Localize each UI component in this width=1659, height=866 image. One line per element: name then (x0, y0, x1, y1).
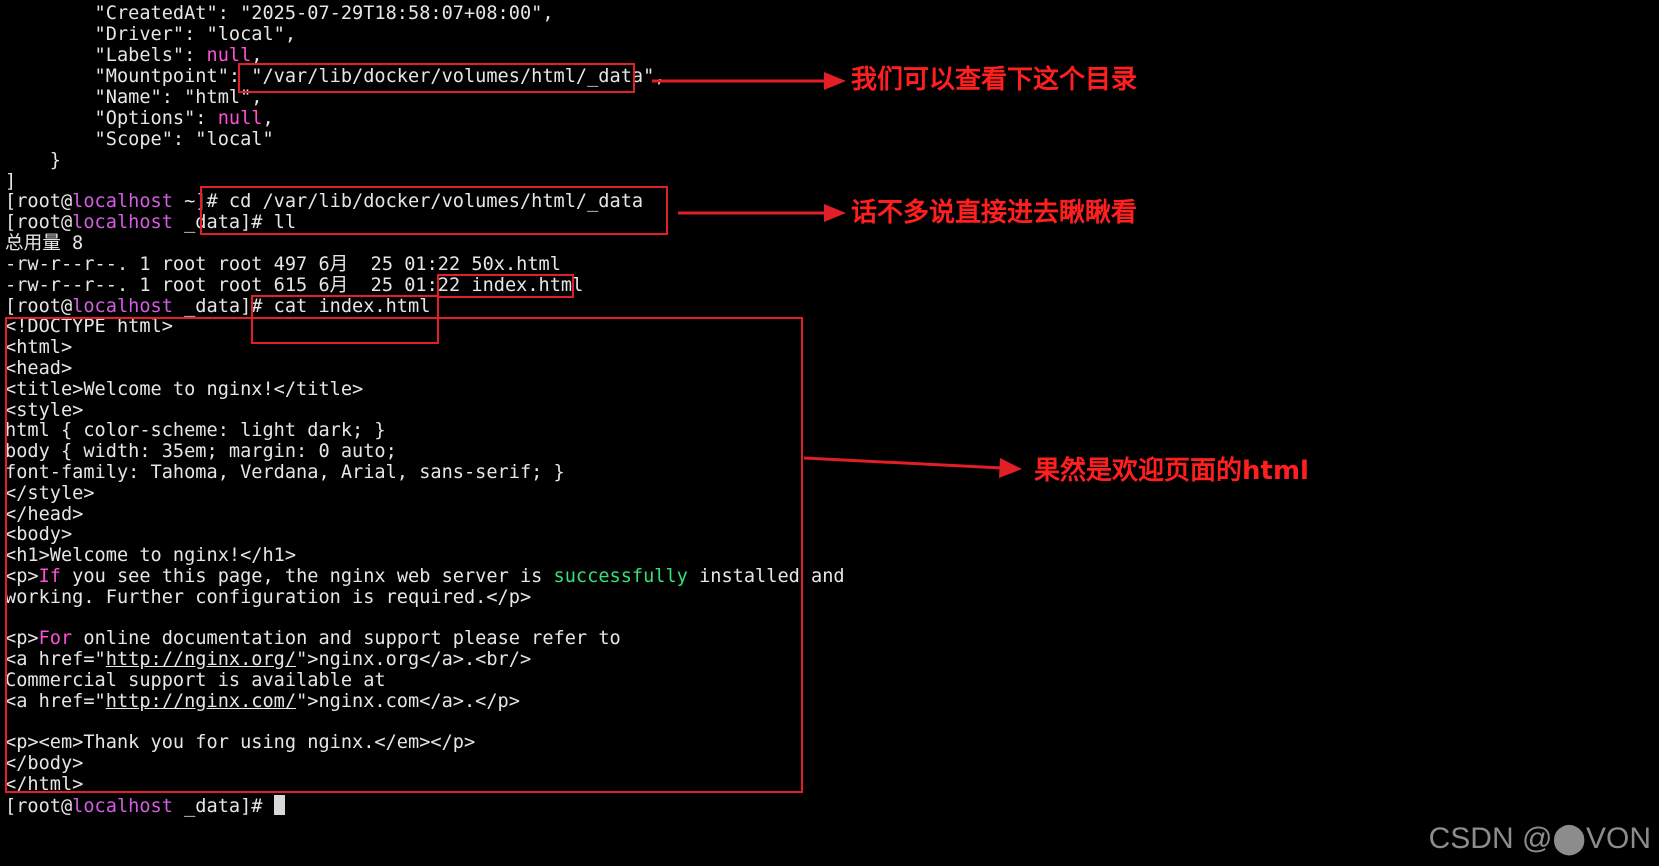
terminal-line: <head> (5, 358, 73, 379)
terminal-cursor (273, 795, 285, 815)
terminal-line: "Labels": null, (5, 45, 263, 66)
terminal-line: 总用量 8 (5, 233, 84, 254)
shell-prompt-line: [root@localhost _data]# ll (5, 212, 297, 233)
terminal-line: <!DOCTYPE html> (5, 316, 173, 337)
arrow-icon (803, 456, 1022, 478)
terminal-line: ] (5, 171, 17, 192)
file-listing-row: -rw-r--r--. 1 root root 615 6月 25 01:22 … (5, 275, 584, 296)
terminal-line: "Driver": "local", (5, 24, 297, 45)
terminal-line: body { width: 35em; margin: 0 auto; (5, 441, 397, 462)
terminal-line: </html> (5, 774, 84, 795)
terminal-line: </style> (5, 483, 95, 504)
shell-prompt-line: [root@localhost _data]# cat index.html (5, 296, 431, 317)
terminal-line: } (5, 150, 61, 171)
annotation-note: 我们可以查看下这个目录 (851, 65, 1138, 95)
terminal-line: <body> (5, 524, 73, 545)
terminal-line: </head> (5, 504, 84, 525)
terminal-line: working. Further configuration is requir… (5, 587, 532, 608)
cat-command-highlight-box (251, 295, 439, 344)
index-file-highlight-box (437, 274, 574, 298)
terminal-line: <html> (5, 337, 73, 358)
terminal-line: "Mountpoint": "/var/lib/docker/volumes/h… (5, 66, 666, 87)
terminal-line: </body> (5, 753, 84, 774)
terminal-line: <title>Welcome to nginx!</title> (5, 379, 364, 400)
mountpoint-highlight-box (238, 63, 635, 93)
shell-prompt-line: [root@localhost ~]# cd /var/lib/docker/v… (5, 191, 644, 212)
arrow-icon (652, 72, 846, 90)
cd-command-highlight-box (200, 186, 668, 235)
terminal-line: <a href="http://nginx.com/">nginx.com</a… (5, 691, 520, 712)
terminal-line: Commercial support is available at (5, 670, 386, 691)
arrow-icon (678, 204, 846, 222)
terminal-line: <p><em>Thank you for using nginx.</em></… (5, 732, 476, 753)
csdn-watermark: CSDN @⬤VON (1428, 822, 1651, 855)
terminal-line: <h1>Welcome to nginx!</h1> (5, 545, 297, 566)
html-content-highlight-box (5, 317, 803, 793)
terminal-line: html { color-scheme: light dark; } (5, 420, 386, 441)
terminal-line: "Scope": "local" (5, 129, 274, 150)
terminal-line: <p>If you see this page, the nginx web s… (5, 566, 845, 587)
terminal-line: "Name": "html", (5, 87, 263, 108)
terminal-line: "CreatedAt": "2025-07-29T18:58:07+08:00"… (5, 3, 554, 24)
file-listing-row: -rw-r--r--. 1 root root 497 6月 25 01:22 … (5, 254, 561, 275)
terminal-line: "Options": null, (5, 108, 274, 129)
terminal-line: <a href="http://nginx.org/">nginx.org</a… (5, 649, 532, 670)
terminal-line: <style> (5, 400, 84, 421)
terminal-line: <p>For online documentation and support … (5, 628, 621, 649)
annotation-note: 话不多说直接进去瞅瞅看 (851, 198, 1138, 228)
terminal-line: font-family: Tahoma, Verdana, Arial, san… (5, 462, 565, 483)
annotation-note: 果然是欢迎页面的html (1034, 456, 1309, 486)
shell-prompt-line[interactable]: [root@localhost _data]# (5, 795, 285, 817)
